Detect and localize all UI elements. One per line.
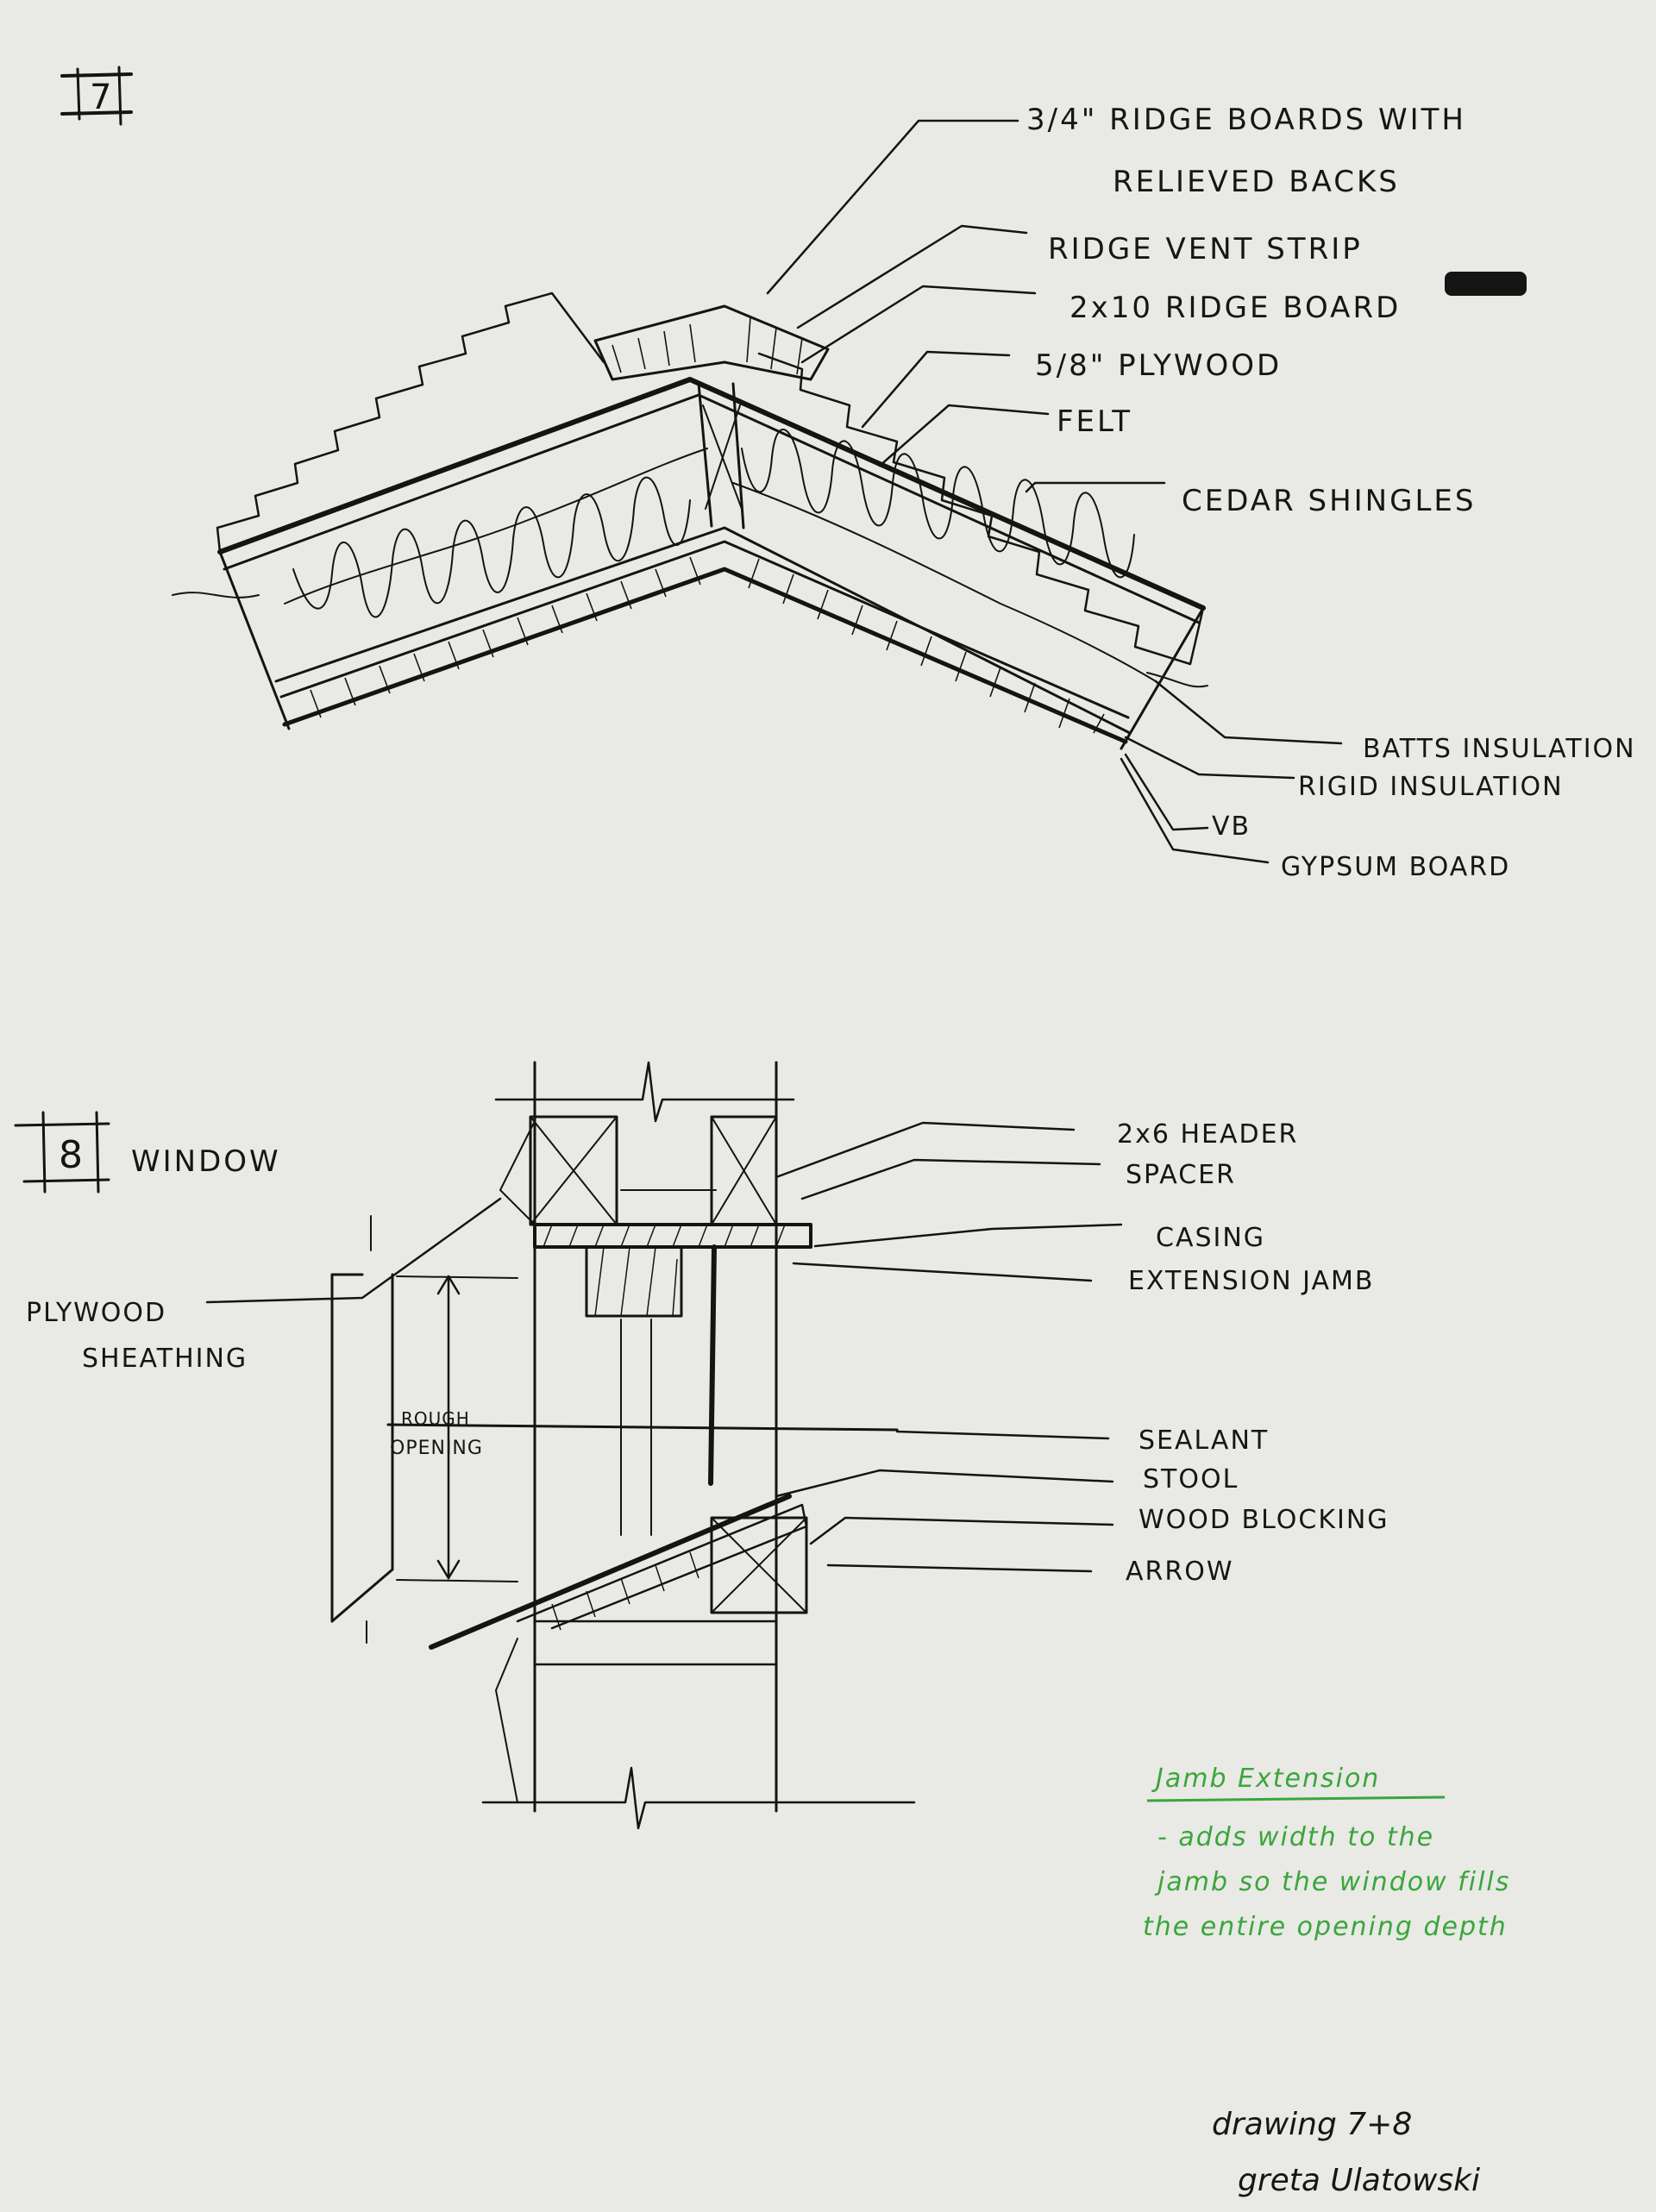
- jamb-extension-note: Jamb Extension - adds width to the jamb …: [1143, 1764, 1510, 1942]
- label-rigid-insulation: RIGID INSULATION: [1298, 772, 1564, 802]
- label-ridge-vent-strip: RIDGE VENT STRIP: [1048, 232, 1363, 266]
- note-line-1: - adds width to the: [1157, 1822, 1434, 1852]
- label-spacer: SPACER: [1126, 1160, 1236, 1190]
- label-sheathing: SHEATHING: [82, 1344, 248, 1374]
- label-sealant: SEALANT: [1138, 1426, 1269, 1456]
- label-ridge-board: 2x10 RIDGE BOARD: [1070, 291, 1401, 325]
- label-casing: CASING: [1156, 1223, 1265, 1253]
- detail-7-number: 7: [90, 78, 111, 117]
- signature: drawing 7+8 greta Ulatowski: [1212, 2107, 1480, 2198]
- note-title: Jamb Extension: [1151, 1764, 1380, 1794]
- label-arrow: ARROW: [1126, 1557, 1234, 1587]
- window-section: [330, 1061, 916, 1830]
- roof-section: [172, 291, 1208, 750]
- signature-line-2: greta Ulatowski: [1238, 2163, 1480, 2198]
- label-ridge-boards: 3/4" RIDGE BOARDS WITH: [1026, 103, 1466, 137]
- label-cedar-shingles: CEDAR SHINGLES: [1182, 484, 1476, 518]
- label-extension-jamb: EXTENSION JAMB: [1128, 1266, 1375, 1296]
- note-line-3: the entire opening depth: [1143, 1912, 1508, 1942]
- scribble-mark: [1445, 272, 1527, 296]
- label-wood-blocking: WOOD BLOCKING: [1138, 1505, 1389, 1535]
- label-plywood: PLYWOOD: [26, 1298, 166, 1328]
- detail-7-leaders: [766, 119, 1343, 864]
- detail-8-leaders: [205, 1121, 1123, 1573]
- label-batts-insulation: BATTS INSULATION: [1363, 734, 1636, 764]
- label-rough: ROUGH: [401, 1408, 470, 1429]
- detail-7-ridge: 7: [60, 66, 1636, 882]
- label-felt: FELT: [1057, 404, 1132, 439]
- detail-8-number: 8: [59, 1133, 83, 1177]
- label-vb: VB: [1212, 811, 1251, 842]
- detail-7-marker: 7: [60, 66, 133, 126]
- detail-8-title: WINDOW: [131, 1144, 281, 1179]
- label-plywood: 5/8" PLYWOOD: [1035, 348, 1282, 383]
- detail-7-labels: 3/4" RIDGE BOARDS WITH RELIEVED BACKS RI…: [1026, 103, 1636, 882]
- detail-8-marker: 8 WINDOW: [14, 1111, 281, 1194]
- note-line-2: jamb so the window fills: [1154, 1867, 1510, 1897]
- detail-8-window: 8 WINDOW: [14, 1061, 1389, 1830]
- detail-8-labels: 2x6 HEADER SPACER CASING EXTENSION JAMB …: [26, 1119, 1389, 1587]
- label-gypsum-board: GYPSUM BOARD: [1281, 852, 1510, 882]
- note-underline: [1146, 1795, 1446, 1802]
- signature-line-1: drawing 7+8: [1212, 2107, 1412, 2142]
- label-stool: STOOL: [1143, 1464, 1239, 1495]
- label-header: 2x6 HEADER: [1117, 1119, 1298, 1150]
- label-opening: OPENING: [390, 1438, 483, 1459]
- label-relieved-backs: RELIEVED BACKS: [1113, 165, 1400, 199]
